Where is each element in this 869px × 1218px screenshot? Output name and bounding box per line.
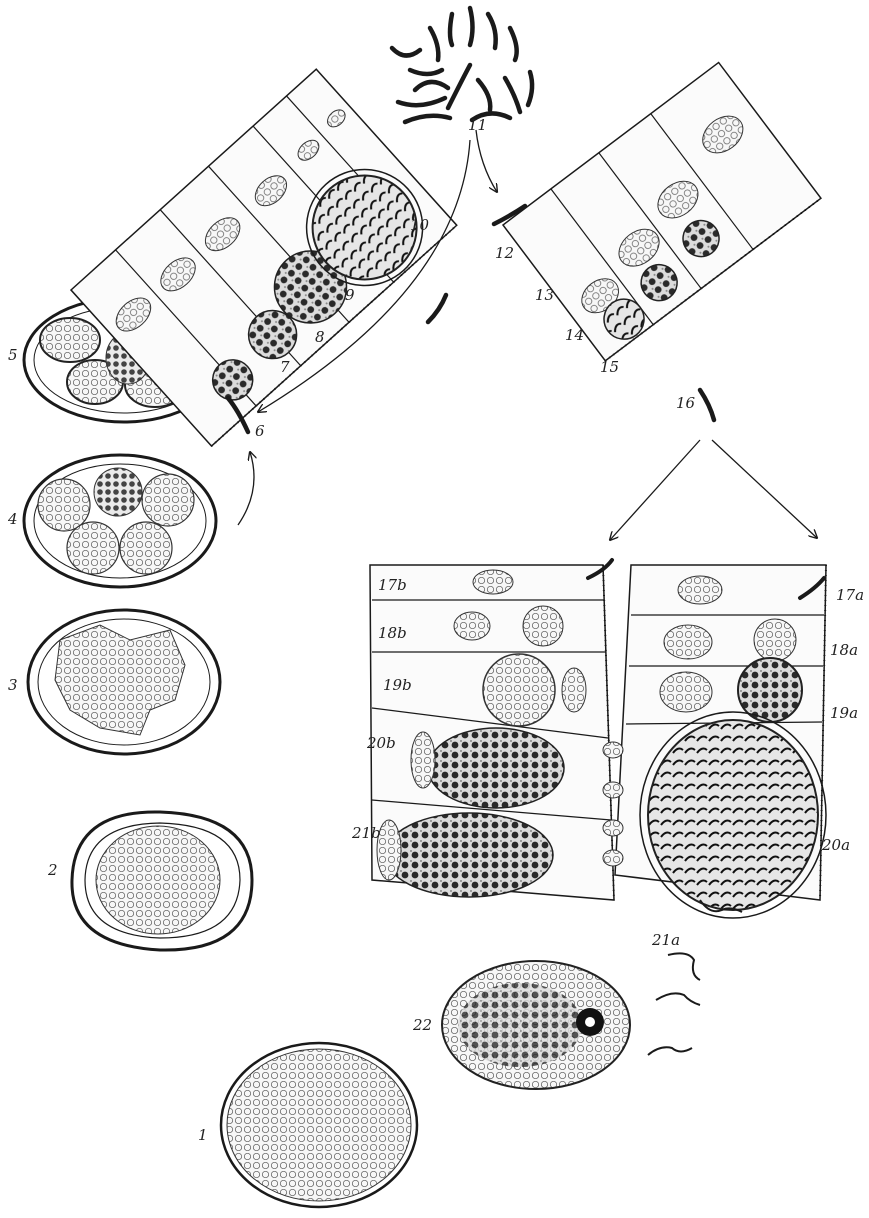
sporozoite-16	[700, 390, 714, 420]
arrow-16-to-17a	[712, 440, 817, 538]
label-7: 7	[280, 358, 290, 376]
label-17a: 17a	[836, 586, 864, 604]
egg-stage-2	[72, 812, 252, 950]
tube-cross-section-b-series	[370, 560, 614, 900]
label-8: 8	[315, 328, 325, 346]
label-20a: 20a	[821, 836, 850, 854]
sporozoite-cluster	[392, 8, 532, 122]
sporozoite-free	[428, 295, 446, 322]
label-15: 15	[600, 358, 619, 376]
egg-stage-3	[28, 610, 220, 754]
label-17b: 17b	[378, 576, 407, 594]
label-3: 3	[8, 676, 18, 694]
label-4: 4	[7, 510, 18, 528]
label-6: 6	[255, 422, 265, 440]
tube-cross-section-a-series	[603, 565, 826, 918]
label-21b: 21b	[351, 824, 381, 842]
label-14: 14	[565, 326, 584, 344]
label-20b: 20b	[366, 734, 396, 752]
label-2: 2	[47, 861, 58, 879]
label-12: 12	[495, 244, 514, 262]
label-18b: 18b	[378, 624, 407, 642]
label-18a: 18a	[830, 641, 858, 659]
egg-stage-1	[221, 1043, 417, 1207]
label-19b: 19b	[383, 676, 412, 694]
arrow-5-to-6	[238, 452, 254, 525]
label-1: 1	[198, 1126, 208, 1144]
arrow-11-to-12	[476, 130, 497, 192]
stage-22-cell	[442, 961, 630, 1089]
label-16: 16	[676, 394, 696, 412]
label-13: 13	[535, 286, 554, 304]
microgametes-21a	[648, 900, 742, 1055]
egg-stage-4	[24, 455, 216, 587]
label-11: 11	[468, 116, 487, 134]
label-5: 5	[8, 346, 18, 364]
label-10: 10	[410, 216, 430, 234]
arrow-16-to-17b	[610, 440, 700, 540]
label-9: 9	[345, 286, 355, 304]
label-19a: 19a	[830, 704, 858, 722]
label-21a: 21a	[651, 931, 680, 949]
tube-cross-section-b	[503, 63, 821, 361]
label-22: 22	[412, 1016, 432, 1034]
